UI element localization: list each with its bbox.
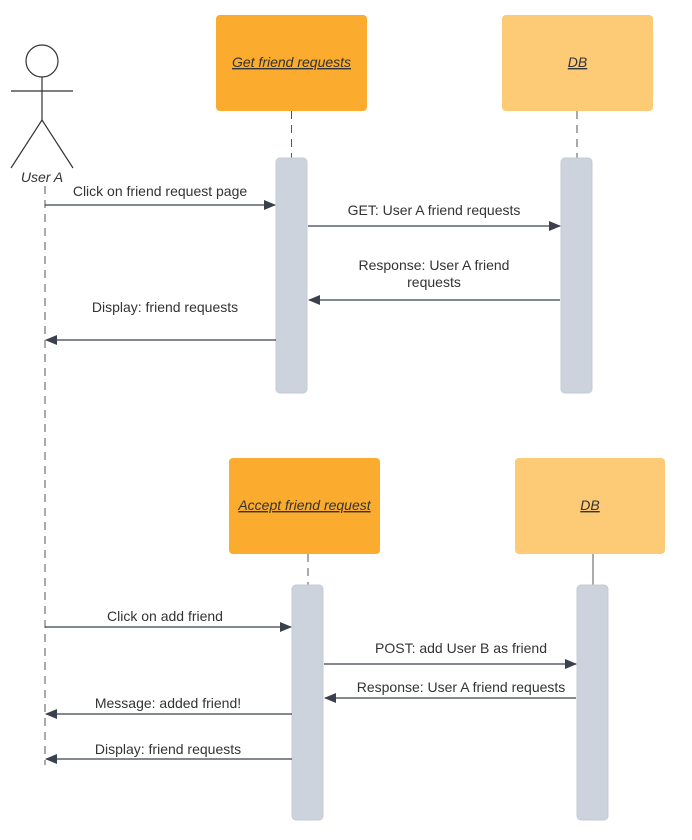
participant-box (216, 15, 367, 111)
message-label-line1: Response: User A friend (359, 257, 510, 273)
message-label: Click on friend request page (73, 183, 248, 199)
participant-label: Get friend requests (232, 54, 351, 70)
message-get-friend-requests: GET: User A friend requests (308, 202, 561, 231)
message-display-friend-requests: Display: friend requests (45, 299, 276, 345)
message-label: GET: User A friend requests (348, 202, 521, 218)
message-click-friend-request-page: Click on friend request page (45, 183, 276, 210)
participant-db-2[interactable]: DB (515, 458, 665, 554)
db-activation-bar (576, 584, 609, 821)
message-added-friend: Message: added friend! (45, 695, 292, 719)
participant-box (502, 15, 653, 111)
actor-head (25, 44, 59, 78)
participant-accept-friend-request[interactable]: Accept friend request (229, 458, 380, 554)
message-label: Message: added friend! (95, 695, 241, 711)
message-response-user-a-friend-requests: Response: User A friend requests (324, 679, 576, 703)
actor-user-a: User A (10, 44, 74, 185)
section-get-friend-requests: Get friend requests DB Click on friend r… (45, 15, 653, 394)
db-activation-bar (560, 157, 593, 394)
section-accept-friend-request: Accept friend request DB Click on add fr… (45, 458, 665, 821)
message-label: Click on add friend (107, 608, 223, 624)
message-display-friend-requests-2: Display: friend requests (45, 741, 292, 764)
message-label-line2: requests (407, 274, 461, 290)
actor-right-leg (41, 119, 74, 169)
message-label: Display: friend requests (95, 741, 241, 757)
message-label: Display: friend requests (92, 299, 238, 315)
actor-label: User A (21, 169, 63, 185)
participant-label: Accept friend request (237, 497, 371, 513)
participant-box (515, 458, 665, 554)
participant-label: DB (580, 497, 599, 513)
message-label: Response: User A friend requests (357, 679, 566, 695)
message-post-add-friend: POST: add User B as friend (324, 640, 577, 669)
message-click-add-friend: Click on add friend (45, 608, 292, 632)
participant-db-1[interactable]: DB (502, 15, 653, 111)
actor-left-leg (10, 119, 43, 169)
participant-label: DB (568, 54, 587, 70)
participant-get-friend-requests[interactable]: Get friend requests (216, 15, 367, 111)
service-activation-bar (291, 584, 324, 821)
service-activation-bar (275, 157, 308, 394)
message-response-friend-requests: Response: User A friend requests (308, 257, 560, 305)
message-label: POST: add User B as friend (375, 640, 547, 656)
participant-box (229, 458, 380, 554)
